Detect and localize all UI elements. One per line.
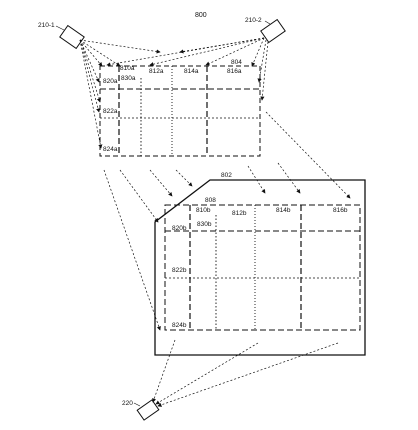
camera-210-1-icon: [59, 24, 85, 50]
plane-label-808: 808: [205, 197, 216, 204]
row-label-824b: 824b: [172, 322, 187, 329]
rays-camera-210-1: [79, 39, 161, 149]
row-label-822a: 822a: [103, 108, 118, 115]
camera-210-1-label: 210-1: [38, 22, 55, 29]
row-label-822b: 822b: [172, 267, 187, 274]
plane-label-804: 804: [231, 59, 242, 66]
col-label-810b: 810b: [196, 207, 211, 214]
col-label-812a: 812a: [149, 68, 164, 75]
col-label-816a: 816a: [227, 68, 242, 75]
row-label-820b: 820b: [172, 225, 187, 232]
inner-label-830a: 830a: [121, 75, 136, 82]
lower-grid: [164, 204, 361, 331]
col-label-812b: 812b: [232, 210, 247, 217]
rays-camera-210-2: [106, 37, 269, 101]
col-label-814b: 814b: [276, 207, 291, 214]
col-label-816b: 816b: [333, 207, 348, 214]
col-label-814a: 814a: [184, 68, 199, 75]
rays-camera-220: [152, 339, 339, 407]
inner-label-830b: 830b: [197, 221, 212, 228]
projection-rays: [103, 111, 351, 331]
row-label-820a: 820a: [103, 78, 118, 85]
camera-210-2-label: 210-2: [245, 17, 262, 24]
boundary-label-802: 802: [221, 172, 232, 179]
row-label-824a: 824a: [103, 146, 118, 153]
upper-grid: [99, 65, 261, 157]
figure-number: 800: [195, 12, 207, 19]
camera-210-2-icon: [260, 18, 286, 44]
boundary-802: [154, 179, 366, 356]
camera-220-label: 220: [122, 400, 133, 407]
col-label-810a: 810a: [120, 65, 135, 72]
camera-220-icon: [136, 399, 160, 421]
